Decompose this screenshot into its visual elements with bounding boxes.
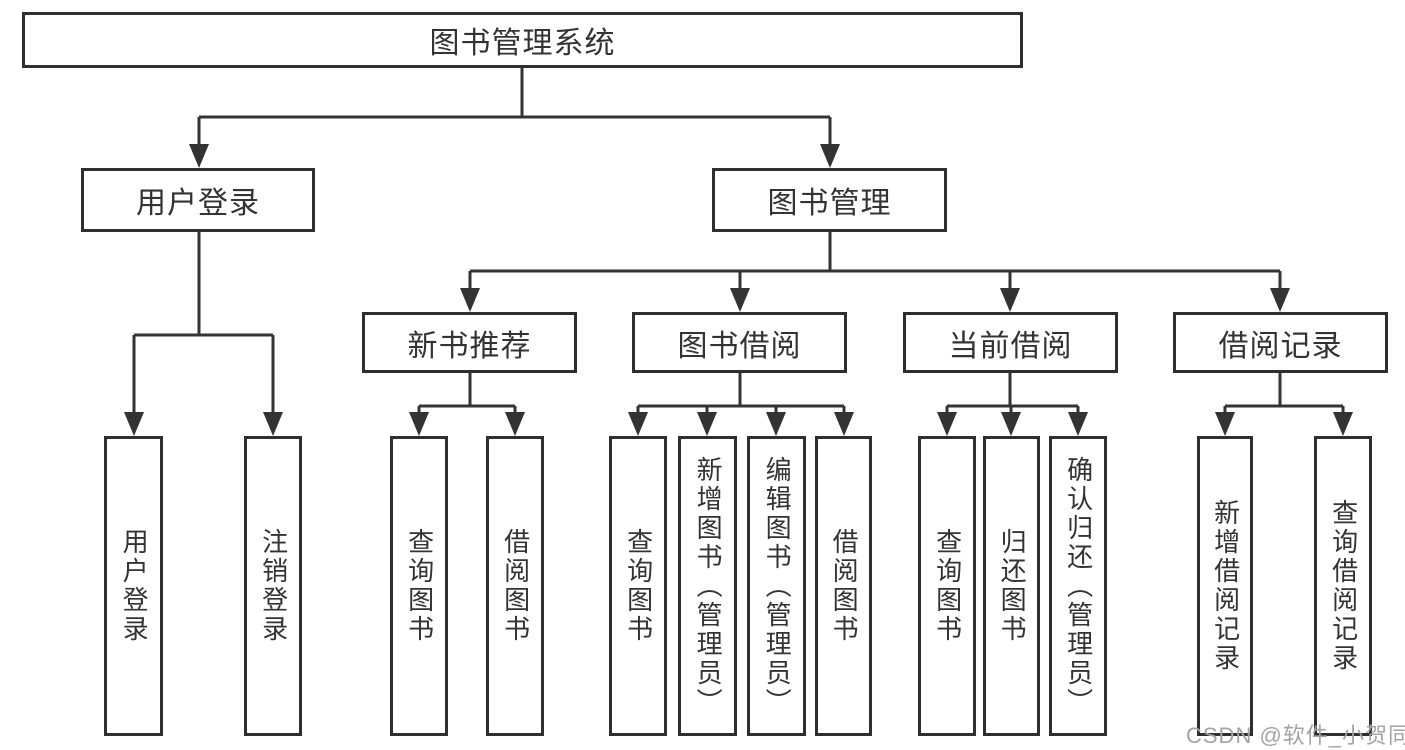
node-label: 注销登录	[258, 528, 289, 644]
node-leaf-query-books-recommend: 查询图书	[390, 436, 448, 736]
node-leaf-confirm-return-admin: 确认归还（管理员）	[1049, 436, 1107, 736]
node-label: 查询图书	[404, 528, 435, 644]
node-label: 图书管理	[767, 187, 892, 220]
node-leaf-add-borrow-record: 新增借阅记录	[1197, 436, 1253, 736]
node-label: 图书借阅	[677, 329, 802, 363]
node-label: 当前借阅	[948, 329, 1073, 363]
node-leaf-edit-books-admin: 编辑图书（管理员）	[747, 436, 806, 736]
node-borrow-records: 借阅记录	[1173, 312, 1388, 373]
arrowhead-icons	[124, 144, 1353, 436]
node-label: 用户登录	[119, 528, 150, 644]
node-label: 借阅图书	[829, 528, 860, 644]
node-book-borrow: 图书借阅	[632, 312, 847, 373]
node-book-management: 图书管理	[712, 168, 947, 232]
node-label: 新增借阅记录	[1210, 499, 1241, 673]
node-new-book-recommend: 新书推荐	[362, 312, 577, 373]
node-label: 确认归还（管理员）	[1063, 455, 1094, 717]
node-root-library-system: 图书管理系统	[22, 12, 1023, 68]
node-label: 新增图书（管理员）	[693, 455, 724, 717]
node-leaf-query-borrow-record: 查询借阅记录	[1314, 436, 1372, 736]
csdn-watermark: CSDN @软件_小贺同学	[1186, 723, 1405, 748]
node-label: 编辑图书（管理员）	[762, 455, 793, 717]
node-label: 查询图书	[623, 528, 654, 644]
node-label: 查询图书	[932, 528, 963, 644]
node-label: 归还图书	[997, 528, 1028, 644]
node-leaf-borrow-books-recommend: 借阅图书	[486, 436, 544, 736]
node-user-login: 用户登录	[81, 168, 315, 232]
node-leaf-query-books-current: 查询图书	[918, 436, 976, 736]
node-leaf-logout: 注销登录	[244, 436, 302, 736]
node-label: 新书推荐	[407, 329, 532, 363]
node-label: 查询借阅记录	[1328, 499, 1359, 673]
node-label: 借阅图书	[500, 528, 531, 644]
node-label: 借阅记录	[1218, 329, 1343, 363]
node-leaf-return-books: 归还图书	[983, 436, 1040, 736]
node-label: 图书管理系统	[429, 27, 616, 60]
node-current-borrow: 当前借阅	[903, 312, 1118, 373]
node-leaf-borrow-books: 借阅图书	[815, 436, 872, 736]
node-leaf-user-login: 用户登录	[104, 436, 163, 736]
node-leaf-add-books-admin: 新增图书（管理员）	[678, 436, 737, 736]
connector-lines	[132, 67, 1345, 414]
node-label: 用户登录	[136, 187, 260, 220]
node-leaf-query-books-borrow: 查询图书	[609, 436, 667, 736]
